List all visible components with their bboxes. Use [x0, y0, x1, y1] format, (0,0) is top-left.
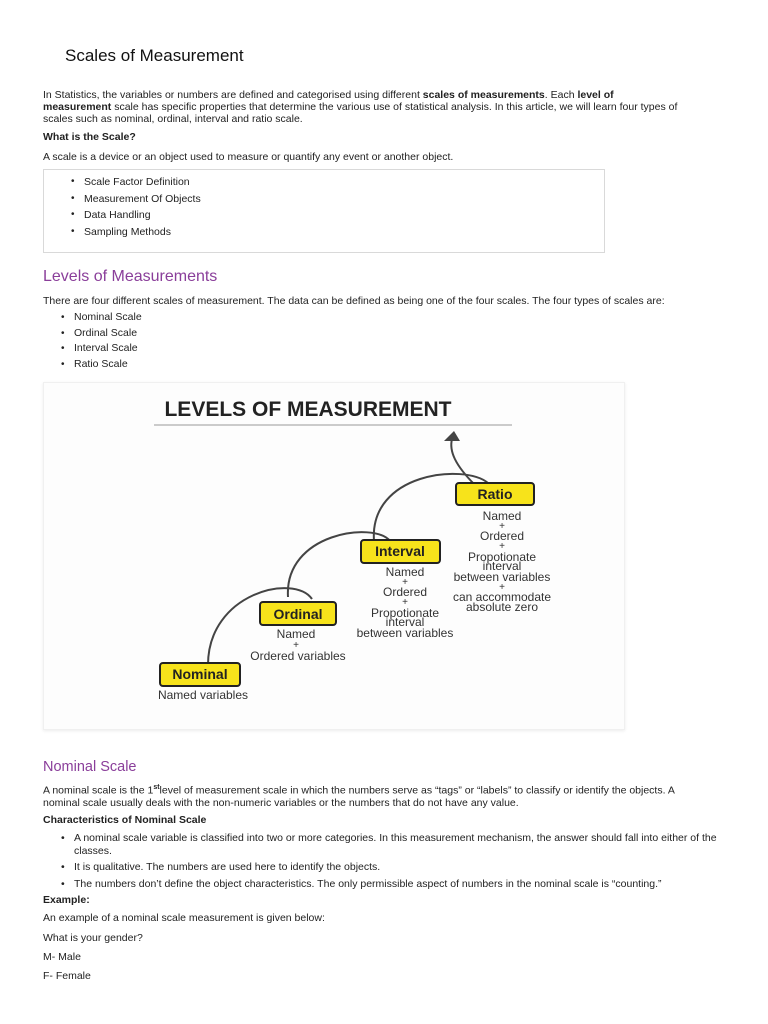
ordinal-desc: + [293, 640, 299, 651]
nominal-scale-heading: Nominal Scale [43, 759, 137, 775]
level-of-measurement-link[interactable]: level of [577, 89, 614, 101]
interval-desc: + [402, 597, 408, 608]
ratio-desc: can accommodate [453, 590, 551, 604]
interval-desc: Propotionate [371, 606, 439, 620]
levels-heading: Levels of Measurements [43, 268, 218, 285]
intro-paragraph: In Statistics, the variables or numbers … [43, 89, 678, 125]
what-is-scale-text: A scale is a device or an object used to… [43, 151, 454, 163]
page-title: Scales of Measurement [65, 46, 244, 65]
example-option: F- Female [43, 970, 91, 982]
nominal-badge: Nominal [159, 662, 241, 687]
ordinal-desc: Named [277, 627, 316, 641]
ratio-desc: Propotionate [468, 550, 536, 564]
ratio-desc: Named [483, 509, 522, 523]
interval-desc: + [402, 577, 408, 588]
list-item: Ratio Scale [61, 357, 142, 373]
svg-text:Ratio: Ratio [478, 486, 513, 502]
ratio-desc: interval [483, 559, 522, 573]
list-item: Interval Scale [61, 341, 142, 357]
example-question: What is your gender? [43, 932, 143, 944]
interval-badge: Interval [360, 539, 441, 564]
svg-text:Nominal: Nominal [172, 666, 227, 682]
example-heading: Example: [43, 894, 90, 906]
interval-desc: Ordered [383, 585, 427, 599]
ratio-desc: between variables [454, 570, 551, 584]
levels-of-measurement-figure: LEVELS OF MEASUREMENT Nominal Ordinal In… [43, 382, 625, 730]
ordinal-desc: Ordered variables [250, 649, 345, 663]
characteristics-list: A nominal scale variable is classified i… [61, 832, 726, 894]
list-item: The numbers don’t define the object char… [61, 878, 726, 891]
interval-desc: between variables [357, 626, 454, 640]
arc-nominal-ordinal [207, 587, 313, 666]
related-links-box: Scale Factor Definition Measurement Of O… [43, 169, 605, 253]
ratio-desc: + [499, 541, 505, 552]
figure-title: LEVELS OF MEASUREMENT [164, 398, 451, 421]
scale-types-list: Nominal Scale Ordinal Scale Interval Sca… [61, 310, 142, 372]
what-is-scale-heading: What is the Scale? [43, 131, 136, 143]
interval-desc: interval [386, 615, 425, 629]
characteristics-heading: Characteristics of Nominal Scale [43, 814, 207, 826]
example-intro: An example of a nominal scale measuremen… [43, 912, 325, 924]
interval-desc: Named [386, 565, 425, 579]
list-item: Ordinal Scale [61, 326, 142, 342]
ratio-badge: Ratio [455, 482, 535, 506]
related-link[interactable]: Scale Factor Definition [71, 174, 201, 191]
level-of-measurement-link-2[interactable]: measurement [43, 101, 112, 113]
example-option: M- Male [43, 951, 81, 963]
arc-ordinal-interval [286, 531, 391, 598]
ordinal-badge: Ordinal [259, 601, 337, 626]
svg-text:Ordinal: Ordinal [273, 606, 322, 622]
list-item: Nominal Scale [61, 310, 142, 326]
related-link[interactable]: Sampling Methods [71, 224, 201, 241]
ratio-desc: Ordered [480, 529, 524, 543]
ratio-desc: absolute zero [466, 600, 538, 614]
ratio-desc: + [499, 521, 505, 532]
related-link[interactable]: Measurement Of Objects [71, 191, 201, 208]
nominal-definition: A nominal scale is the 1stlevel of measu… [43, 784, 675, 809]
arc-ratio-arrow [450, 438, 476, 486]
related-link[interactable]: Data Handling [71, 207, 201, 224]
list-item: It is qualitative. The numbers are used … [61, 861, 726, 874]
arrow-head [444, 431, 460, 441]
levels-intro: There are four different scales of measu… [43, 295, 665, 307]
arc-interval-ratio [372, 472, 489, 542]
nominal-desc: Named variables [158, 688, 248, 702]
scales-link[interactable]: scales of measurements [422, 89, 545, 101]
ratio-desc: + [499, 582, 505, 593]
list-item: A nominal scale variable is classified i… [61, 832, 726, 857]
svg-text:Interval: Interval [375, 543, 425, 559]
